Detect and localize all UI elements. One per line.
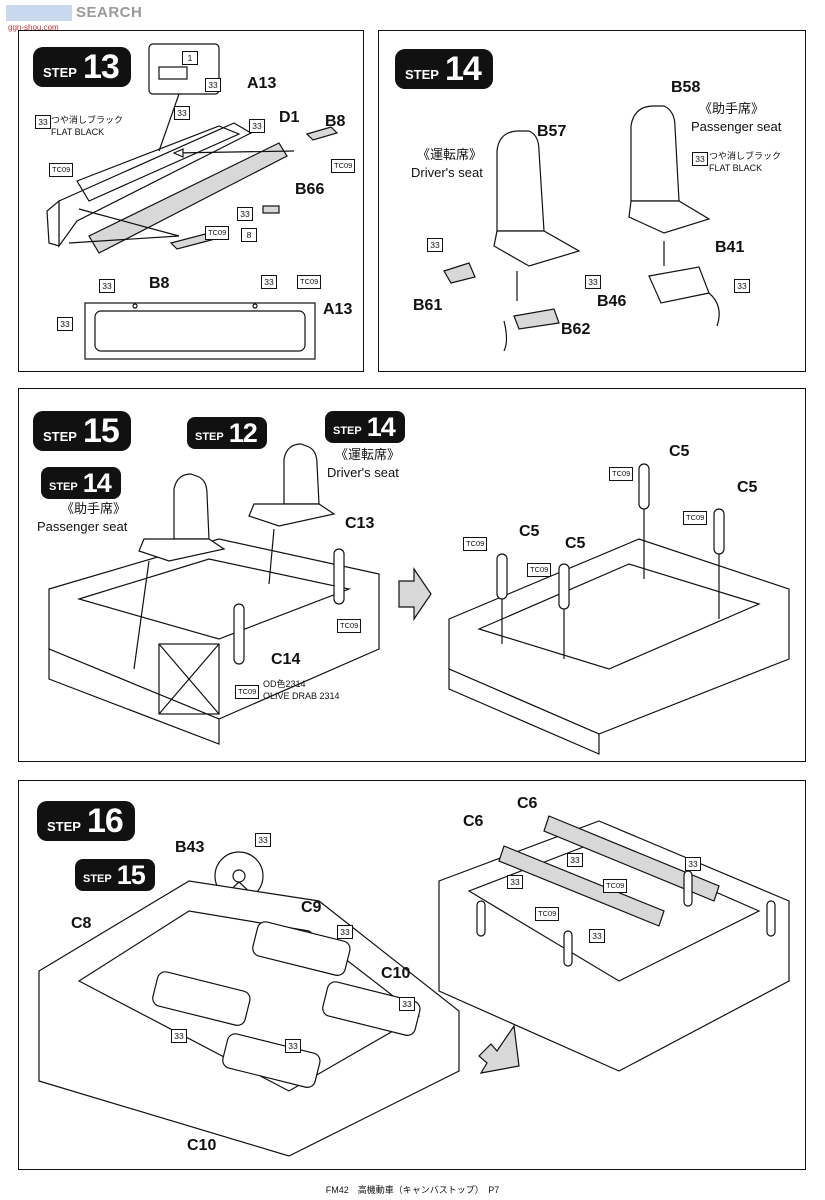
tag-tc09: TC09	[205, 226, 230, 240]
tag-paint-33: 33	[99, 279, 115, 293]
flat-black-en: FLAT BLACK	[709, 163, 763, 173]
watermark-logo-icon	[6, 5, 72, 22]
passenger-seat-en-ref: Passenger seat	[37, 519, 128, 534]
tag-paint-33: 33	[255, 833, 271, 847]
driver-seat-jp-ref: 《運転席》	[335, 447, 401, 462]
tag-tc09: TC09	[527, 563, 552, 577]
part-b66: B66	[295, 181, 325, 198]
part-b41: B41	[715, 239, 745, 256]
part-a13-top: A13	[247, 75, 277, 92]
tag-tc09: TC09	[297, 275, 322, 289]
driver-seat-jp: 《運転席》	[417, 147, 483, 162]
tag-part-8: 8	[241, 228, 257, 242]
flat-black-jp: つや消しブラック	[709, 151, 782, 161]
part-b58: B58	[671, 79, 701, 96]
step13-illustration	[46, 43, 339, 360]
tag-paint-33: 33	[337, 925, 353, 939]
passenger-seat-jp: 《助手席》	[699, 101, 765, 116]
tag-paint-33: 33	[399, 997, 415, 1011]
tag-paint-33: 33	[734, 279, 750, 293]
tag-tc09: TC09	[683, 511, 708, 525]
part-c5-c: C5	[519, 523, 540, 540]
tag-paint-33: 33	[261, 275, 277, 289]
tag-paint-33: 33	[57, 317, 73, 331]
part-b43: B43	[175, 839, 205, 856]
driver-seat-en: Driver's seat	[411, 165, 483, 180]
tag-paint-33: 33	[589, 929, 605, 943]
tag-paint-33: 33	[427, 238, 443, 252]
tag-paint-33: 33	[567, 853, 583, 867]
tag-paint-33: 33	[237, 207, 253, 221]
part-c5-b: C5	[737, 479, 758, 496]
part-d1: D1	[279, 109, 300, 126]
part-b8-top: B8	[325, 113, 346, 130]
passenger-seat-en: Passenger seat	[691, 119, 782, 134]
tag-tc09: TC09	[463, 537, 488, 551]
tag-paint-33: 33	[249, 119, 265, 133]
page-footer: FM42 高機動車（キャンバストップ） P7	[325, 1185, 500, 1195]
passenger-seat-jp-ref: 《助手席》	[61, 501, 127, 516]
tag-paint-33: 33	[507, 875, 523, 889]
tag-part-1: 1	[182, 51, 198, 65]
part-a13-bottom: A13	[323, 301, 353, 318]
step15-illustration	[48, 443, 790, 755]
part-c8: C8	[71, 915, 92, 932]
part-c13: C13	[345, 515, 375, 532]
part-c5-a: C5	[669, 443, 690, 460]
part-c10-b: C10	[187, 1137, 217, 1154]
part-c10-a: C10	[381, 965, 411, 982]
tag-paint-33: 33	[585, 275, 601, 289]
od-note-jp: OD色2314	[263, 679, 306, 689]
part-c6-a: C6	[517, 795, 538, 812]
flat-black-note-jp: つや消しブラック	[51, 115, 124, 125]
part-c6-b: C6	[463, 813, 484, 830]
tag-paint-33: 33	[692, 152, 708, 166]
tag-paint-33: 33	[35, 115, 51, 129]
site-url: ggn-shou.com	[8, 23, 59, 32]
tag-paint-33: 33	[174, 106, 190, 120]
od-note-en: OLIVE DRAB 2314	[263, 691, 340, 701]
part-c14: C14	[271, 651, 301, 668]
tag-paint-33: 33	[685, 857, 701, 871]
driver-seat-en-ref: Driver's seat	[327, 465, 399, 480]
tag-paint-33: 33	[205, 78, 221, 92]
part-b57: B57	[537, 123, 567, 140]
part-b46: B46	[597, 293, 627, 310]
part-b62: B62	[561, 321, 591, 338]
part-c9: C9	[301, 899, 322, 916]
tag-tc09: TC09	[49, 163, 74, 177]
tag-tc09: TC09	[603, 879, 628, 893]
site-watermark: SEARCH	[6, 4, 142, 22]
tag-tc09: TC09	[609, 467, 634, 481]
step16-illustration	[38, 815, 790, 1157]
part-b61: B61	[413, 297, 443, 314]
part-b8-bottom: B8	[149, 275, 170, 292]
tag-tc09: TC09	[235, 685, 260, 699]
tag-paint-33: 33	[171, 1029, 187, 1043]
tag-tc09: TC09	[331, 159, 356, 173]
step14-illustration	[443, 105, 720, 352]
part-c5-d: C5	[565, 535, 586, 552]
tag-tc09: TC09	[337, 619, 362, 633]
flat-black-note-en: FLAT BLACK	[51, 127, 105, 137]
tag-tc09: TC09	[535, 907, 560, 921]
tag-paint-33: 33	[285, 1039, 301, 1053]
